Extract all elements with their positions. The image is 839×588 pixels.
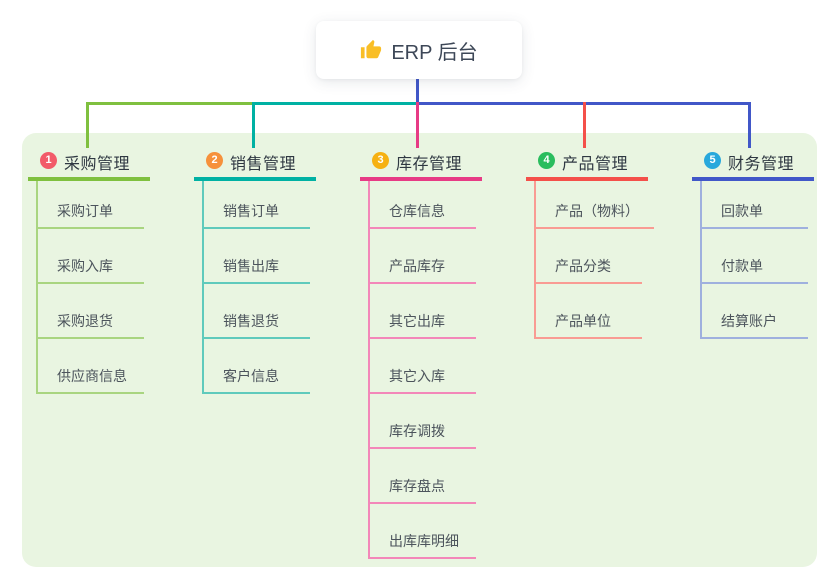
branch-5-child-1[interactable]: 回款单 <box>702 202 808 229</box>
branch-4-label: 产品管理 <box>562 155 629 173</box>
branch-1-child-2[interactable]: 采购入库 <box>38 257 144 284</box>
branch-5-child-2[interactable]: 付款单 <box>702 257 808 284</box>
branch-1-child-1[interactable]: 采购订单 <box>38 202 144 229</box>
branch-4-number-badge: 4 <box>538 152 555 169</box>
branch-5-number-badge: 5 <box>704 152 721 169</box>
root-node-label: ERP 后台 <box>391 41 478 64</box>
branch-3-drop-connector <box>416 102 419 148</box>
branches-panel <box>22 133 817 567</box>
branch-5-child-3[interactable]: 结算账户 <box>702 312 808 339</box>
branch-3-child-1[interactable]: 仓库信息 <box>370 202 476 229</box>
branch-1-drop-connector <box>86 102 89 148</box>
branch-3-label: 库存管理 <box>396 155 463 173</box>
root-stem-connector <box>416 79 419 105</box>
branch-1-label: 采购管理 <box>64 155 131 173</box>
branch-2-child-4[interactable]: 客户信息 <box>204 367 310 394</box>
branch-2-header[interactable]: 2 销售管理 <box>194 146 316 181</box>
branch-3-header[interactable]: 3 库存管理 <box>360 146 482 181</box>
branch-4-child-2[interactable]: 产品分类 <box>536 257 642 284</box>
bus-connector-center <box>252 102 418 105</box>
branch-4-drop-connector <box>583 102 586 148</box>
branch-3-number-badge: 3 <box>372 152 389 169</box>
branch-4-child-3[interactable]: 产品单位 <box>536 312 642 339</box>
branch-1-children: 采购订单采购入库采购退货供应商信息 <box>36 181 144 394</box>
branch-4-children: 产品（物料） 产品分类产品单位 <box>534 181 654 339</box>
branch-1-child-3[interactable]: 采购退货 <box>38 312 144 339</box>
root-node[interactable]: ERP 后台 <box>316 21 522 79</box>
branch-2-number-badge: 2 <box>206 152 223 169</box>
branch-2-drop-connector <box>252 102 255 148</box>
branch-5-children: 回款单付款单结算账户 <box>700 181 808 339</box>
branch-3-child-3[interactable]: 其它出库 <box>370 312 476 339</box>
branch-5-label: 财务管理 <box>728 155 795 173</box>
branch-1-child-4[interactable]: 供应商信息 <box>38 367 144 394</box>
branch-3-child-2[interactable]: 产品库存 <box>370 257 476 284</box>
branch-5-drop-connector <box>748 102 751 148</box>
branch-3-child-6[interactable]: 库存盘点 <box>370 477 476 504</box>
branch-3-child-5[interactable]: 库存调拨 <box>370 422 476 449</box>
bus-connector-left <box>86 102 254 105</box>
branch-5-header[interactable]: 5 财务管理 <box>692 146 814 181</box>
branch-1-header[interactable]: 1 采购管理 <box>28 146 150 181</box>
branch-4-header[interactable]: 4 产品管理 <box>526 146 648 181</box>
branch-2-label: 销售管理 <box>230 155 297 173</box>
branch-2-children: 销售订单销售出库销售退货客户信息 <box>202 181 310 394</box>
branch-4-child-1[interactable]: 产品（物料） <box>536 202 654 229</box>
branch-2-child-2[interactable]: 销售出库 <box>204 257 310 284</box>
branch-3-children: 仓库信息产品库存其它出库其它入库库存调拨库存盘点出库库明细 <box>368 181 476 559</box>
branch-3-child-7[interactable]: 出库库明细 <box>370 532 476 559</box>
branch-1-number-badge: 1 <box>40 152 57 169</box>
branch-2-child-3[interactable]: 销售退货 <box>204 312 310 339</box>
thumbs-up-icon <box>360 39 382 61</box>
branch-3-child-4[interactable]: 其它入库 <box>370 367 476 394</box>
branch-2-child-1[interactable]: 销售订单 <box>204 202 310 229</box>
